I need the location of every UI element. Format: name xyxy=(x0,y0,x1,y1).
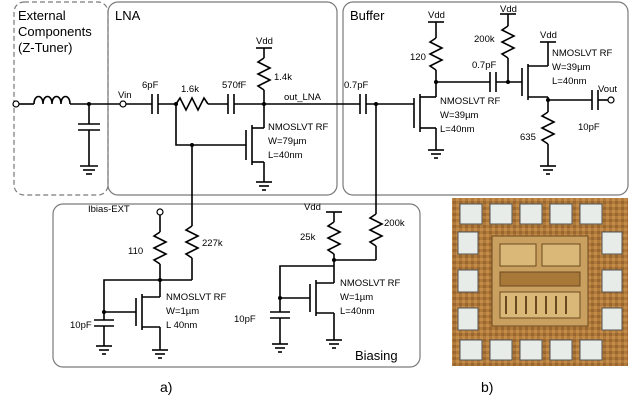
ground-icon xyxy=(540,165,556,175)
lna-title: LNA xyxy=(115,8,141,23)
capacitor-0-7pf-buf xyxy=(489,72,497,92)
die-photo xyxy=(452,198,628,366)
lna-box xyxy=(107,1,338,196)
label-c-couple: 0.7pF xyxy=(344,80,368,91)
label-c-bias1: 10pF xyxy=(70,320,92,331)
capacitor-10pf-bias1 xyxy=(94,312,114,346)
vdd-buf3: Vdd xyxy=(540,30,557,41)
label-r-25k: 25k xyxy=(300,232,316,243)
label-r-110: 110 xyxy=(128,246,143,257)
label-r-227k: 227k xyxy=(202,238,223,249)
vdd-lna: Vdd xyxy=(256,36,273,47)
vin-label: Vin xyxy=(118,90,132,101)
lna-m1-w: W=79µm xyxy=(268,136,307,147)
resistor-120 xyxy=(428,37,444,71)
label-r-120: 120 xyxy=(410,52,426,63)
resistor-227k xyxy=(184,225,200,259)
label-c-in: 6pF xyxy=(142,80,159,91)
transistor-bias-m2 xyxy=(309,280,335,340)
ground-icon xyxy=(256,181,272,191)
vdd-buf2: Vdd xyxy=(500,4,517,15)
bias-m1-l: L 40nm xyxy=(166,320,197,331)
ground-icon xyxy=(96,345,112,355)
label-r-fb: 1.6k xyxy=(181,84,199,95)
label-c-bias2: 10pF xyxy=(234,314,256,325)
ibias-label: Ibias-EXT xyxy=(88,204,130,215)
lna-m1-type: NMOSLVT RF xyxy=(268,122,329,133)
buf-m2-type: NMOSLVT RF xyxy=(552,48,613,59)
bias-m1-type: NMOSLVT RF xyxy=(166,292,227,303)
resistor-635 xyxy=(540,111,556,145)
vin-node xyxy=(119,100,127,108)
buf-m2-l: L=40nm xyxy=(552,76,587,87)
transistor-lna xyxy=(245,125,265,182)
capacitor-10pf-bias2 xyxy=(270,298,290,344)
external-title-2: Components xyxy=(18,24,92,39)
label-r-load: 1.4k xyxy=(274,72,292,83)
resistor-1-6k xyxy=(175,96,209,112)
vout-label: Vout xyxy=(598,84,617,95)
out-lna-label: out_LNA xyxy=(284,92,322,103)
external-title-3: (Z-Tuner) xyxy=(18,40,72,55)
lna-m1-l: L=40nm xyxy=(268,150,303,161)
vout-node xyxy=(607,96,615,104)
vdd-bias: Vdd xyxy=(304,202,321,213)
bias-m2-w: W=1µm xyxy=(340,292,373,303)
ground-icon xyxy=(80,165,98,175)
external-title-1: External xyxy=(18,8,66,23)
transistor-buf-m1 xyxy=(413,94,437,150)
ground-icon xyxy=(152,349,168,359)
inductor-icon xyxy=(33,95,71,105)
bias-m2-type: NMOSLVT RF xyxy=(340,278,401,289)
biasing-box xyxy=(52,203,421,368)
bias-m2-l: L=40nm xyxy=(340,306,375,317)
shunt-capacitor-ext xyxy=(78,104,100,166)
caption-a: a) xyxy=(160,379,172,395)
label-r-635: 635 xyxy=(520,132,536,143)
resistor-25k xyxy=(326,221,342,255)
buffer-box xyxy=(342,1,629,196)
buf-m1-w: W=39µm xyxy=(440,110,479,121)
capacitor-570ff xyxy=(227,94,235,114)
resistor-1-4k xyxy=(256,57,272,91)
label-r-200k: 200k xyxy=(474,34,495,45)
buf-m1-l: L=40nm xyxy=(440,124,475,135)
transistor-buf-m2 xyxy=(521,60,549,112)
buf-m1-type: NMOSLVT RF xyxy=(440,96,501,107)
ground-icon xyxy=(272,343,288,353)
ground-icon xyxy=(326,339,342,349)
label-c-buf: 0.7pF xyxy=(472,60,496,71)
resistor-200k xyxy=(500,25,516,59)
transistor-bias-m1 xyxy=(135,294,161,350)
label-c-fb: 570fF xyxy=(222,80,246,91)
bias-m1-w: W=1µm xyxy=(166,306,199,317)
label-r-200k-bias: 200k xyxy=(384,218,405,229)
resistor-110 xyxy=(152,231,168,265)
capacitor-0-7pf-couple xyxy=(359,94,367,114)
vdd-buf1: Vdd xyxy=(428,10,445,21)
input-port xyxy=(12,100,34,108)
buf-m2-w: W=39µm xyxy=(552,62,591,73)
label-c-out: 10pF xyxy=(578,122,600,133)
caption-b: b) xyxy=(481,379,493,395)
capacitor-6pf xyxy=(151,94,159,114)
ibias-node xyxy=(156,208,164,216)
ground-icon xyxy=(428,149,444,159)
biasing-title: Biasing xyxy=(355,348,398,363)
resistor-200k-bias xyxy=(368,213,384,247)
buffer-title: Buffer xyxy=(350,8,385,23)
